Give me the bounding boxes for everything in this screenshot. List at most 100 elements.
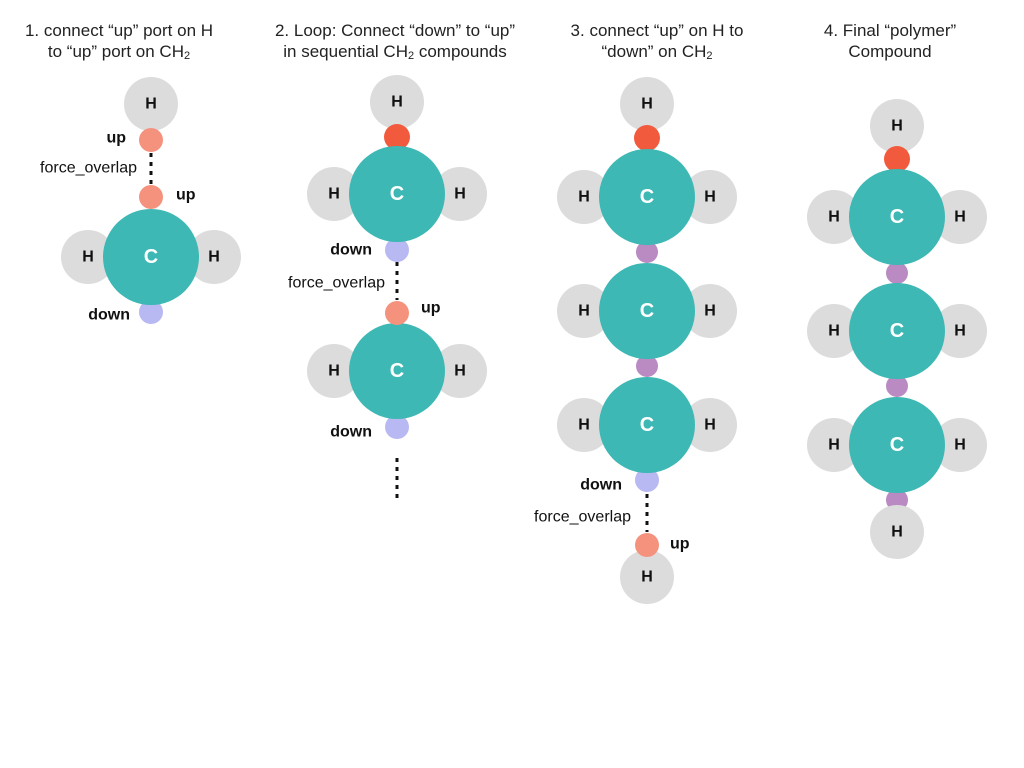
panel-2-step: 2. (274, 21, 290, 40)
p3-ch2-1-left-h (557, 170, 611, 224)
p4-h-bottom-label: H (891, 524, 903, 541)
p4-h-bottom (870, 505, 924, 559)
p3-h-bottom-label: H (641, 569, 653, 586)
panel-3-title-line1: connect “up” on H to (589, 21, 744, 40)
panel-4-title-line2: Compound (848, 42, 932, 61)
p3-ch2-2-left-h (557, 284, 611, 338)
p2-ch2-1-right-h (433, 167, 487, 221)
p1-c-up-port (139, 185, 163, 209)
p1-ch2-left-h (61, 230, 115, 284)
p3-ch2-2-carbon-label: C (640, 300, 654, 322)
panel-4-step: 4. (823, 21, 839, 40)
p3-ch2-2-right-h (683, 284, 737, 338)
p1-ch2-carbon-label: C (144, 246, 158, 268)
p4-h-top (870, 99, 924, 153)
p3-ch2-3-right-h-label: H (704, 417, 716, 434)
p2-h-bond-port (384, 124, 410, 150)
p2-down-label-2: down (330, 424, 372, 441)
p1-down-label: down (88, 307, 130, 324)
p4-bond-3 (886, 489, 908, 511)
panel-1-title-sub: 2 (183, 50, 191, 62)
p3-h-top-label: H (641, 96, 653, 113)
p4-ch2-3-left-h-label: H (828, 437, 840, 454)
p2-ch2-1-carbon (349, 146, 445, 242)
p3-up-port (635, 533, 659, 557)
p4-ch2-1-carbon-label: C (890, 206, 904, 228)
panel-4-title: 4. Final “polymer” Compound (740, 20, 1024, 62)
p3-ch2-3-carbon (599, 377, 695, 473)
p2-ch2-2-carbon (349, 323, 445, 419)
panel-1-title: 1. connect “up” port on H to “up” port o… (0, 20, 269, 62)
panel-3-title-sub: 2 (706, 50, 713, 62)
p3-ch2-3-left-h (557, 398, 611, 452)
p3-ch2-3-carbon-label: C (640, 414, 654, 436)
panel-2-title-line2-post: compounds (414, 42, 507, 61)
p2-ch2-2-right-h-label: H (454, 363, 466, 380)
p2-ch2-1-left-h (307, 167, 361, 221)
p1-ch2-right-h (187, 230, 241, 284)
p4-ch2-3-left-h (807, 418, 861, 472)
p2-ch2-1-left-h-label: H (328, 186, 340, 203)
p4-ch2-1-left-h-label: H (828, 209, 840, 226)
p1-h-atom-label: H (145, 96, 157, 113)
p3-h-bottom (620, 550, 674, 604)
p3-h-top (620, 77, 674, 131)
p1-overlap-label: force_overlap (40, 160, 137, 177)
p3-up-label: up (670, 536, 690, 553)
p3-ch2-3-left-h-label: H (578, 417, 590, 434)
p2-down-port-2 (385, 415, 409, 439)
panel-3-title-line2: “down” on CH (601, 42, 707, 61)
p3-down-port (635, 468, 659, 492)
p3-ch2-3-right-h (683, 398, 737, 452)
p4-ch2-1-right-h (933, 190, 987, 244)
p2-ch2-1-right-h-label: H (454, 186, 466, 203)
panel-2-title-line1: Loop: Connect “down” to “up” (293, 21, 516, 40)
p3-overlap-label: force_overlap (534, 509, 631, 526)
p4-bond-1 (886, 262, 908, 284)
panel-1-step: 1. (24, 21, 40, 40)
p2-h-atom-label: H (391, 94, 403, 111)
p3-ch2-2-right-h-label: H (704, 303, 716, 320)
p3-ch2-1-left-h-label: H (578, 189, 590, 206)
p3-ch2-2-left-h-label: H (578, 303, 590, 320)
p4-h-top-label: H (891, 118, 903, 135)
p3-ch2-1-carbon (599, 149, 695, 245)
p4-ch2-3-right-h-label: H (954, 437, 966, 454)
p4-ch2-2-carbon (849, 283, 945, 379)
p3-down-label: down (580, 477, 622, 494)
panel-3-title: 3. connect “up” on H to “down” on CH2 (507, 20, 807, 62)
p3-ch2-1-right-h (683, 170, 737, 224)
panel-2-title: 2. Loop: Connect “down” to “up” in seque… (245, 20, 545, 62)
p4-ch2-1-left-h (807, 190, 861, 244)
panel-1-title-line1: connect “up” port on H (43, 21, 214, 40)
p1-h-up-port (139, 128, 163, 152)
p4-ch2-1-carbon (849, 169, 945, 265)
p3-h-bond-port (634, 125, 660, 151)
p2-up-label: up (421, 300, 441, 317)
panel-1-title-line2: to “up” port on CH (47, 42, 184, 61)
p4-ch2-2-carbon-label: C (890, 320, 904, 342)
p1-ch2-right-h-label: H (208, 249, 220, 266)
panel-2-title-line2: in sequential CH (283, 42, 408, 61)
p4-ch2-2-left-h (807, 304, 861, 358)
p3-ch2-1-right-h-label: H (704, 189, 716, 206)
p4-h-bond-port (884, 146, 910, 172)
p1-ch2-left-h-label: H (82, 249, 94, 266)
p3-bond-2 (636, 355, 658, 377)
p2-ch2-2-right-h (433, 344, 487, 398)
p2-ch2-2-left-h (307, 344, 361, 398)
p4-ch2-2-right-h (933, 304, 987, 358)
p2-overlap-label: force_overlap (288, 275, 385, 292)
p4-ch2-2-left-h-label: H (828, 323, 840, 340)
p3-ch2-2-carbon (599, 263, 695, 359)
p4-ch2-3-carbon-label: C (890, 434, 904, 456)
p1-h-atom (124, 77, 178, 131)
p1-down-port (139, 300, 163, 324)
p3-ch2-1-carbon-label: C (640, 186, 654, 208)
p4-ch2-3-right-h (933, 418, 987, 472)
p2-ch2-2-left-h-label: H (328, 363, 340, 380)
panel-3-step: 3. (570, 21, 585, 40)
p4-ch2-1-right-h-label: H (954, 209, 966, 226)
p3-bond-1 (636, 241, 658, 263)
p4-ch2-3-carbon (849, 397, 945, 493)
